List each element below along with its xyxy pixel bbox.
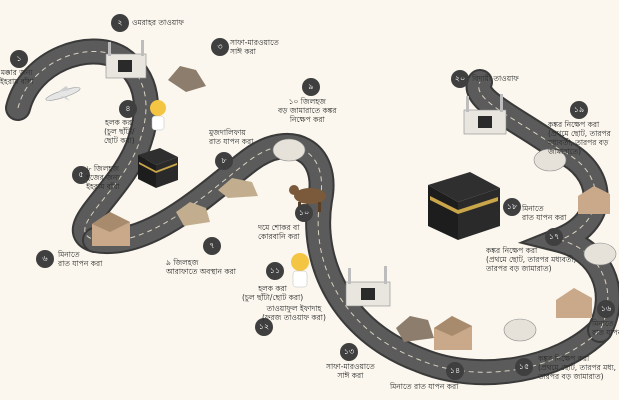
step-17-label: কঙ্কর নিক্ষেপ করা(প্রথমে ছোট, তারপর মধ্য… xyxy=(486,246,576,273)
step-11-label: হলক করা(চুল ছাঁটা/ছোট করা) xyxy=(242,284,304,302)
step-12-label: তাওয়াফুল ইফাদাহ(ফরজ তাওয়াফ করা) xyxy=(262,304,326,322)
step-11-badge: ১১ xyxy=(266,262,284,280)
pilgrim-icon-2 xyxy=(291,253,309,288)
tent-icon-2 xyxy=(434,316,472,350)
step-10-label: দমে শোকর বাকোরবানি করা xyxy=(258,223,300,241)
step-6-badge: ৬ xyxy=(36,250,54,268)
step-4-label: হলক করা(চুল ছাঁটা/ছোট করা) xyxy=(104,118,135,145)
kaaba-small-icon xyxy=(138,148,178,188)
rock-icon-3 xyxy=(176,202,210,226)
step-4-badge: ৪ xyxy=(119,100,137,118)
tent-icon-4 xyxy=(556,288,592,318)
step-20-label: বিদায়ী তাওয়াফ xyxy=(472,74,519,83)
step-17-badge: ১৭ xyxy=(545,228,563,246)
step-8-badge: ৮ xyxy=(215,152,233,170)
step-3-badge: ৩ xyxy=(211,38,229,56)
step-7-badge: ৭ xyxy=(203,237,221,255)
step-1-badge: ১ xyxy=(10,50,28,68)
tent-icon-3 xyxy=(578,186,610,214)
step-6-label: মিনাতেরাত যাপন করা xyxy=(58,250,103,268)
step-18-label: মিনাতেরাত যাপন করা xyxy=(522,204,567,222)
step-3-label: সাফা-মারওয়াতেসাঈ করা xyxy=(230,38,279,56)
rock-icon-2 xyxy=(396,316,434,342)
step-20-badge: ২০ xyxy=(451,70,469,88)
step-9-badge: ৯ xyxy=(302,78,320,96)
tent-icon-1 xyxy=(92,212,130,246)
step-2-badge: ২ xyxy=(111,14,129,32)
jamarat-icon-3 xyxy=(583,242,617,266)
step-19-badge: ১৯ xyxy=(570,101,588,119)
step-13-label: সাফা-মারওয়াতেসাঈ করা xyxy=(326,362,375,380)
step-13-badge: ১৩ xyxy=(340,343,358,361)
step-18-badge: ১৮ xyxy=(503,198,521,216)
step-15-badge: ১৫ xyxy=(515,358,533,376)
step-5-badge: ৫ xyxy=(72,166,90,184)
rock-icon-4 xyxy=(218,178,258,198)
kaaba-large-icon xyxy=(428,172,500,240)
pilgrim-icon-1 xyxy=(150,100,166,131)
step-10-badge: ১০ xyxy=(295,204,313,222)
jamarat-icon-4 xyxy=(503,318,537,342)
mosque-icon-2 xyxy=(463,94,507,135)
mosque-icon-3 xyxy=(345,266,391,307)
step-2-label: ওমরাহর তাওয়াফ xyxy=(132,18,184,27)
step-16-badge: ১৬ xyxy=(597,300,615,318)
jamarat-icon-2 xyxy=(533,148,567,172)
mosque-icon-1 xyxy=(105,40,147,79)
step-16-label: মিনাতেরাত যাপন xyxy=(592,319,619,337)
step-14-label: মিনাতে রাত যাপন করা xyxy=(390,382,459,391)
step-12-badge: ১২ xyxy=(255,318,273,336)
step-14-badge: ১৪ xyxy=(446,362,464,380)
step-8-label: মুজদালিফায়রাত যাপন করা xyxy=(209,128,254,146)
step-15-label: কঙ্কর নিক্ষেপ করা(প্রথমে ছোট, তারপর মধ্য… xyxy=(538,354,617,381)
jamarat-icon-1 xyxy=(272,138,306,162)
rock-icon-1 xyxy=(168,66,206,92)
airplane-icon xyxy=(45,86,81,101)
